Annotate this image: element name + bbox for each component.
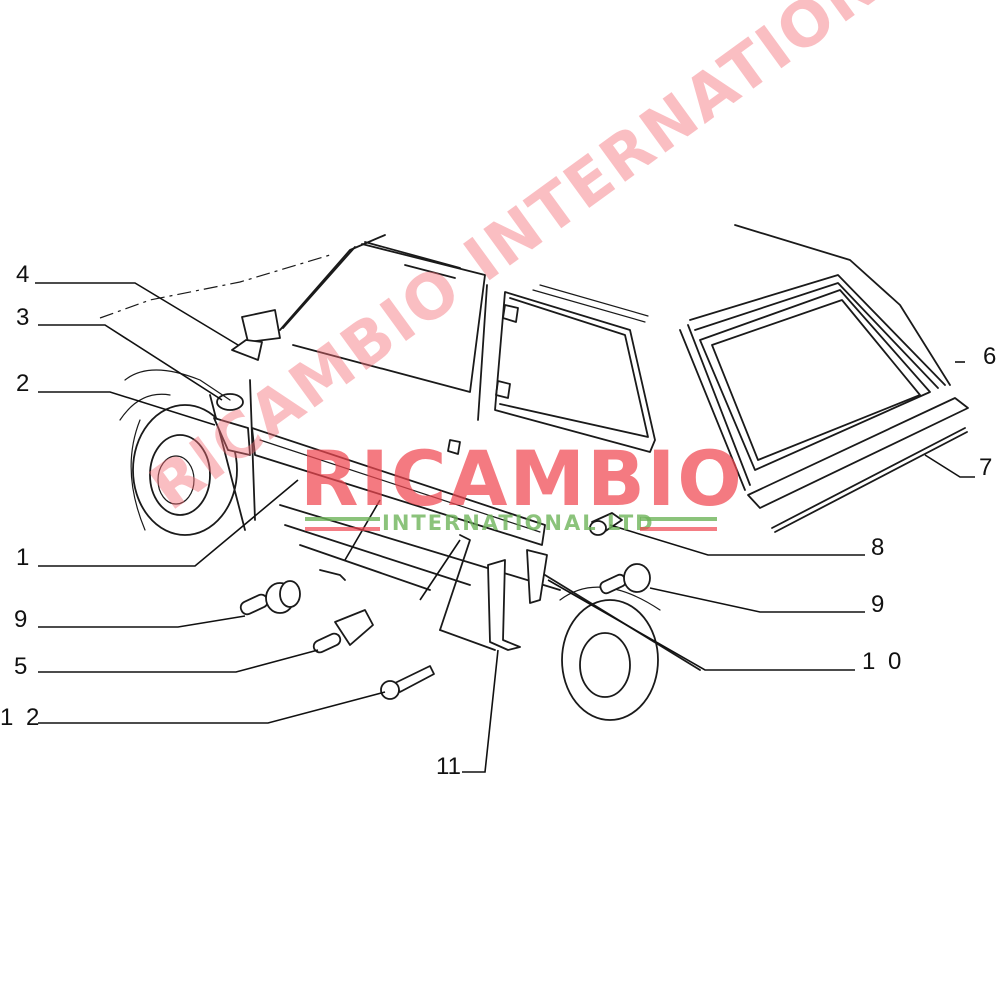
callout-12: 1 2 — [0, 704, 43, 731]
rear-glass — [699, 289, 931, 471]
door-handle-recess — [447, 439, 461, 455]
callout-2: 2 — [16, 370, 33, 397]
rear-glass-outer — [689, 274, 946, 386]
mirror-housing — [241, 309, 281, 343]
rear-strip-7 — [771, 427, 966, 529]
rear-side-window — [494, 291, 656, 453]
roof-rear — [734, 224, 951, 386]
callout-4: 4 — [16, 261, 33, 288]
rear-wheel — [561, 599, 659, 721]
callout-3: 3 — [16, 304, 33, 331]
watermark-brand: RICAMBIO — [300, 434, 744, 523]
trim-11 — [487, 559, 521, 651]
grommet-9-right — [623, 563, 651, 593]
callout-8: 8 — [871, 534, 888, 561]
callout-6: 6 — [983, 343, 1000, 370]
clip-5 — [334, 609, 374, 646]
a-pillar — [279, 234, 386, 331]
front-wheel — [132, 404, 238, 536]
callout-10: 1 0 — [862, 648, 905, 675]
callout-9-left: 9 — [14, 606, 31, 633]
callout-5: 5 — [14, 653, 31, 680]
mirror-trim-4 — [231, 339, 263, 361]
watermark-bar-red-left — [305, 527, 380, 531]
front-window — [292, 243, 486, 393]
callout-1: 1 — [16, 544, 33, 571]
rear-moulding-6 — [747, 397, 969, 509]
b-pillar — [477, 284, 488, 421]
callout-7: 7 — [979, 454, 996, 481]
side-repeater-3 — [216, 393, 244, 411]
trim-10 — [526, 549, 548, 604]
callout-9-right: 9 — [871, 591, 888, 618]
screw-12 — [394, 665, 435, 693]
front-trim-2 — [213, 417, 251, 456]
watermark-bar-green-right — [640, 517, 717, 521]
hood-edge — [99, 254, 331, 319]
side-moulding-1 — [251, 427, 546, 546]
watermark-subtitle: INTERNATIONAL LTD — [382, 511, 655, 535]
watermark-bar-red-right — [640, 527, 717, 531]
callout-11: 11 — [436, 753, 461, 780]
watermark-bar-green-left — [305, 517, 380, 521]
